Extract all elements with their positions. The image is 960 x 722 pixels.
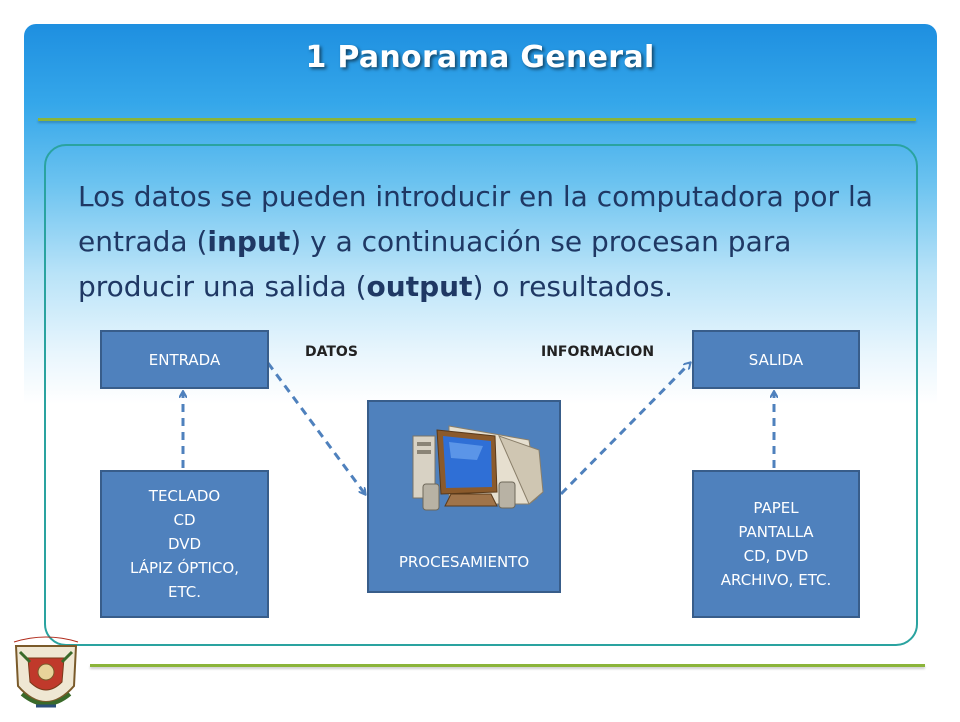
entrada-label: ENTRADA — [148, 350, 221, 369]
slide-title: 1 Panorama General — [305, 40, 655, 75]
input-devices-box: TECLADO CD DVD LÁPIZ ÓPTICO, ETC. — [100, 470, 269, 618]
device-item: ARCHIVO, ETC. — [720, 571, 832, 589]
output-devices-box: PAPEL PANTALLA CD, DVD ARCHIVO, ETC. — [692, 470, 860, 618]
device-item: CD — [173, 511, 196, 529]
input-term: input — [207, 225, 291, 258]
device-item: DVD — [167, 535, 202, 553]
entrada-to-procesamiento-arrow — [266, 362, 365, 494]
salida-label: SALIDA — [748, 350, 804, 369]
engineering-seal-icon — [13, 636, 79, 708]
procesamiento-to-salida-arrow — [559, 363, 690, 496]
salida-box: SALIDA — [692, 330, 860, 389]
content-frame — [44, 144, 918, 646]
body-paragraph: Los datos se pueden introducir en la com… — [78, 174, 908, 309]
device-item: CD, DVD — [743, 547, 809, 565]
device-item: ETC. — [167, 583, 201, 601]
device-item: PAPEL — [753, 499, 799, 517]
procesamiento-label: PROCESAMIENTO — [398, 553, 530, 571]
body-text-part: ) o resultados. — [472, 270, 674, 303]
procesamiento-box: PROCESAMIENTO — [367, 400, 561, 593]
faculty-logo — [6, 636, 86, 718]
body-text-part: Los datos se pueden introducir en la com… — [78, 180, 873, 258]
footer-divider — [90, 664, 925, 667]
computer-icon — [412, 425, 544, 511]
title-divider — [38, 118, 916, 121]
informacion-label: INFORMACION — [541, 344, 655, 360]
device-item: PANTALLA — [738, 523, 814, 541]
body-text-part: ) y a continuación se procesan para prod… — [78, 225, 792, 303]
entrada-box: ENTRADA — [100, 330, 269, 389]
output-term: output — [366, 270, 473, 303]
datos-label: DATOS — [305, 344, 358, 360]
device-item: TECLADO — [148, 487, 221, 505]
device-item: LÁPIZ ÓPTICO, — [130, 559, 239, 577]
